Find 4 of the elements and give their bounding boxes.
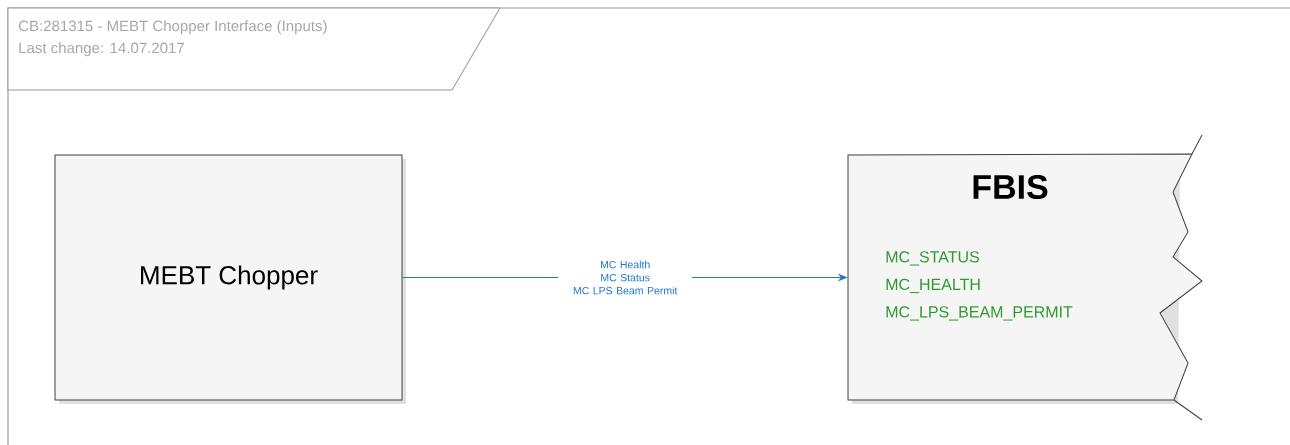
header-tab: CB:281315 - MEBT Chopper Interface (Inputs) Last change: 14.07.2017 <box>7 7 501 91</box>
system-box: FBIS MC_STATUS MC_HEALTH MC_LPS_BEAM_PERMIT <box>847 134 1203 421</box>
edge-label: MC Health MC Status MC LPS Beam Permit <box>558 258 693 297</box>
process-box: MEBT Chopper <box>54 154 406 404</box>
